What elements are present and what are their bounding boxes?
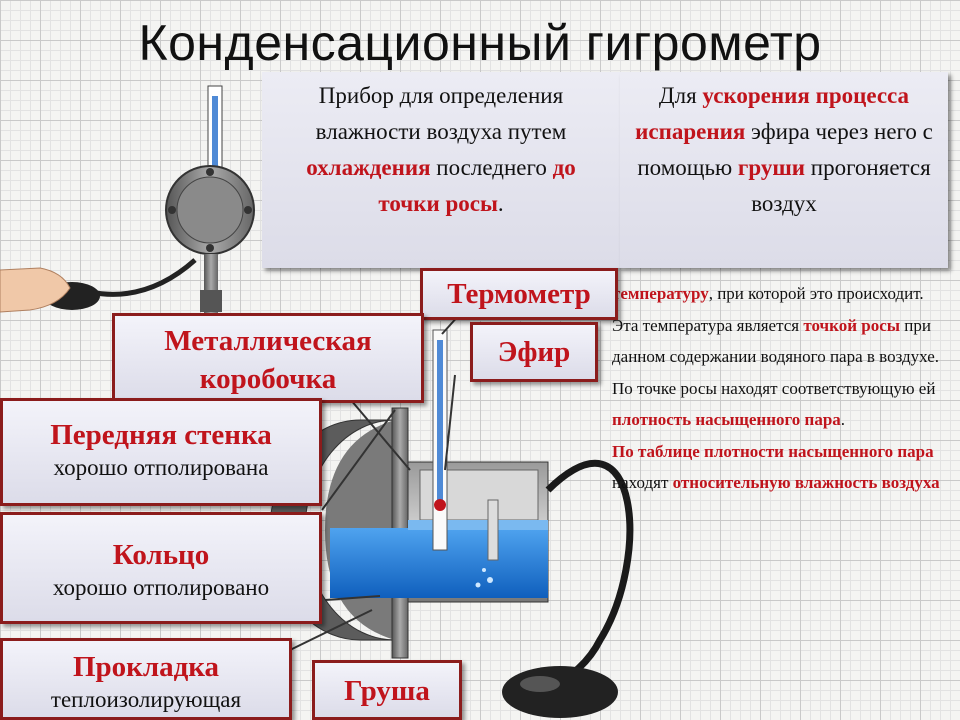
- bullet-table-highlight-3: относительную влажность воздуха: [672, 473, 940, 492]
- bullet-table-highlight-2: насыщенного пара: [788, 441, 934, 461]
- bullet-temperature-highlight: температуру: [612, 284, 709, 303]
- bullet-density-highlight: плотность насыщенного пара: [612, 410, 841, 429]
- bullet-temperature-text: , при которой это происходит.: [708, 284, 924, 303]
- bullet-dewpoint: Эта температура является точкой росы при…: [612, 310, 942, 373]
- label-front-wall-head: Передняя стенка: [50, 419, 272, 451]
- small-device-image: [0, 85, 255, 314]
- definition-text-2: последнего: [430, 155, 553, 180]
- bullet-dewpoint-text-a: Эта температура является: [612, 315, 804, 335]
- label-metal-box: Металлическая коробочка: [112, 313, 424, 403]
- definition-box: Прибор для определения влажности воздуха…: [262, 72, 620, 268]
- bullet-dewpoint-highlight: точкой росы: [803, 315, 901, 335]
- label-ring-head: Кольцо: [112, 539, 210, 571]
- definition-highlight-cooling: охлаждения: [306, 155, 431, 180]
- bullet-table-text: находят: [612, 473, 673, 492]
- acceleration-text-3: прогоняется воздух: [751, 155, 931, 216]
- label-front-wall: Передняя стенка хорошо отполирована: [0, 398, 322, 506]
- bullet-temperature: температуру, при которой это происходит.: [612, 278, 942, 310]
- label-ether-text: Эфир: [497, 336, 571, 368]
- label-bulb: Груша: [312, 660, 462, 720]
- definition-highlight-dewpoint: до точки росы: [378, 155, 576, 216]
- acceleration-highlight-process: ускорения процесса испарения: [635, 83, 910, 144]
- explanation-list: температуру, при которой это происходит.…: [612, 278, 942, 499]
- label-gasket: Прокладка теплоизолирующая: [0, 638, 292, 720]
- label-gasket-sub: теплоизолирующая: [50, 687, 242, 712]
- acceleration-highlight-bulb: груши: [737, 155, 806, 180]
- acceleration-text-2: эфира через него с помощью: [637, 119, 933, 180]
- label-ether: Эфир: [470, 322, 598, 382]
- definition-text-3: .: [497, 191, 504, 216]
- acceleration-box: Для ускорения процесса испарения эфира ч…: [620, 72, 948, 268]
- label-gasket-head: Прокладка: [72, 651, 220, 683]
- label-thermometer-text: Термометр: [447, 278, 591, 310]
- label-ring: Кольцо хорошо отполировано: [0, 512, 322, 624]
- label-front-wall-sub: хорошо отполирована: [53, 455, 269, 480]
- acceleration-text-1: Для: [658, 83, 703, 108]
- label-bulb-text: Груша: [344, 675, 430, 707]
- bullet-density-text-b: .: [840, 410, 846, 429]
- label-ring-sub: хорошо отполировано: [52, 575, 270, 600]
- label-thermometer: Термометр: [420, 268, 618, 320]
- bullet-table-highlight-1: По таблице плотности: [612, 441, 784, 461]
- page-title: Конденсационный гигрометр: [138, 15, 822, 71]
- label-metal-box-text: Металлическая коробочка: [164, 325, 372, 395]
- definition-text-1: Прибор для определения влажности воздуха…: [315, 83, 567, 144]
- bullet-table: По таблице плотности насыщенного пара на…: [612, 436, 942, 499]
- bullet-dewpoint-text-b: при данном содержании водяного пара в во…: [612, 315, 940, 367]
- bullet-density-text-a: По точке росы находят соответствующую ей: [612, 378, 936, 398]
- bullet-density: По точке росы находят соответствующую ей…: [612, 373, 942, 436]
